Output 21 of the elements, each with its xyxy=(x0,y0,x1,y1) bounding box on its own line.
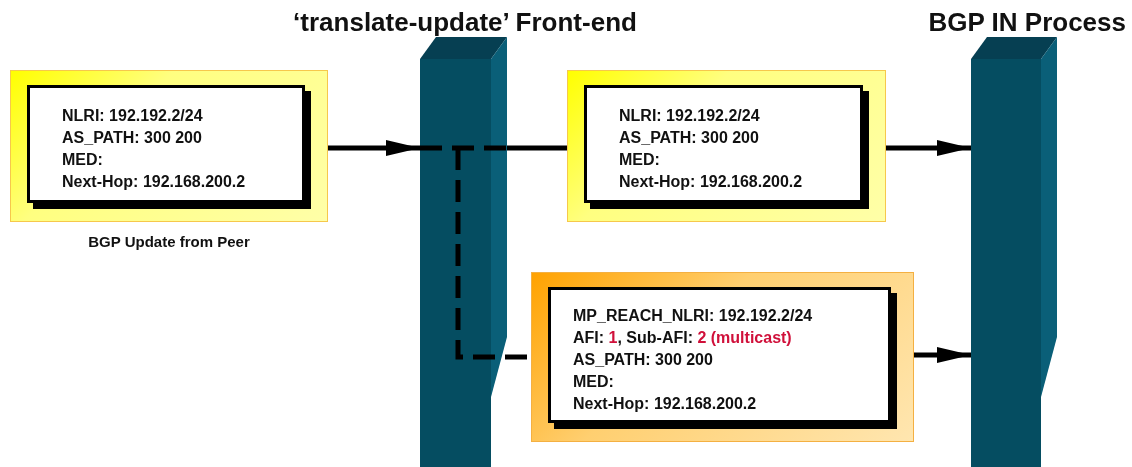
arrow xyxy=(886,140,971,156)
column-heading: BGP IN Process xyxy=(927,7,1126,38)
field-text: MED: xyxy=(619,149,661,169)
message-box xyxy=(567,70,886,222)
field-text: Next-Hop: 192.168.200.2 xyxy=(62,171,247,191)
field-text: NLRI: 192.192.2/24 xyxy=(619,105,761,125)
field-text: AS_PATH: 300 200 xyxy=(573,349,714,369)
field-text: AFI: 1, Sub-AFI: 2 (multicast) xyxy=(573,327,793,347)
column-heading: ‘translate-update’ Front-end xyxy=(292,7,638,38)
arrow xyxy=(914,347,971,363)
message-box xyxy=(531,272,914,442)
field-text: AS_PATH: 300 200 xyxy=(62,127,203,147)
field-text: Next-Hop: 192.168.200.2 xyxy=(573,393,758,413)
field-text: MED: xyxy=(62,149,104,169)
field-text: MP_REACH_NLRI: 192.192.2/24 xyxy=(573,305,814,325)
field-text: NLRI: 192.192.2/24 xyxy=(62,105,204,125)
field-text: MED: xyxy=(573,371,615,391)
field-text: Next-Hop: 192.168.200.2 xyxy=(619,171,804,191)
arrow xyxy=(328,140,420,156)
box-caption: BGP Update from Peer xyxy=(87,233,251,250)
field-text: AS_PATH: 300 200 xyxy=(619,127,760,147)
